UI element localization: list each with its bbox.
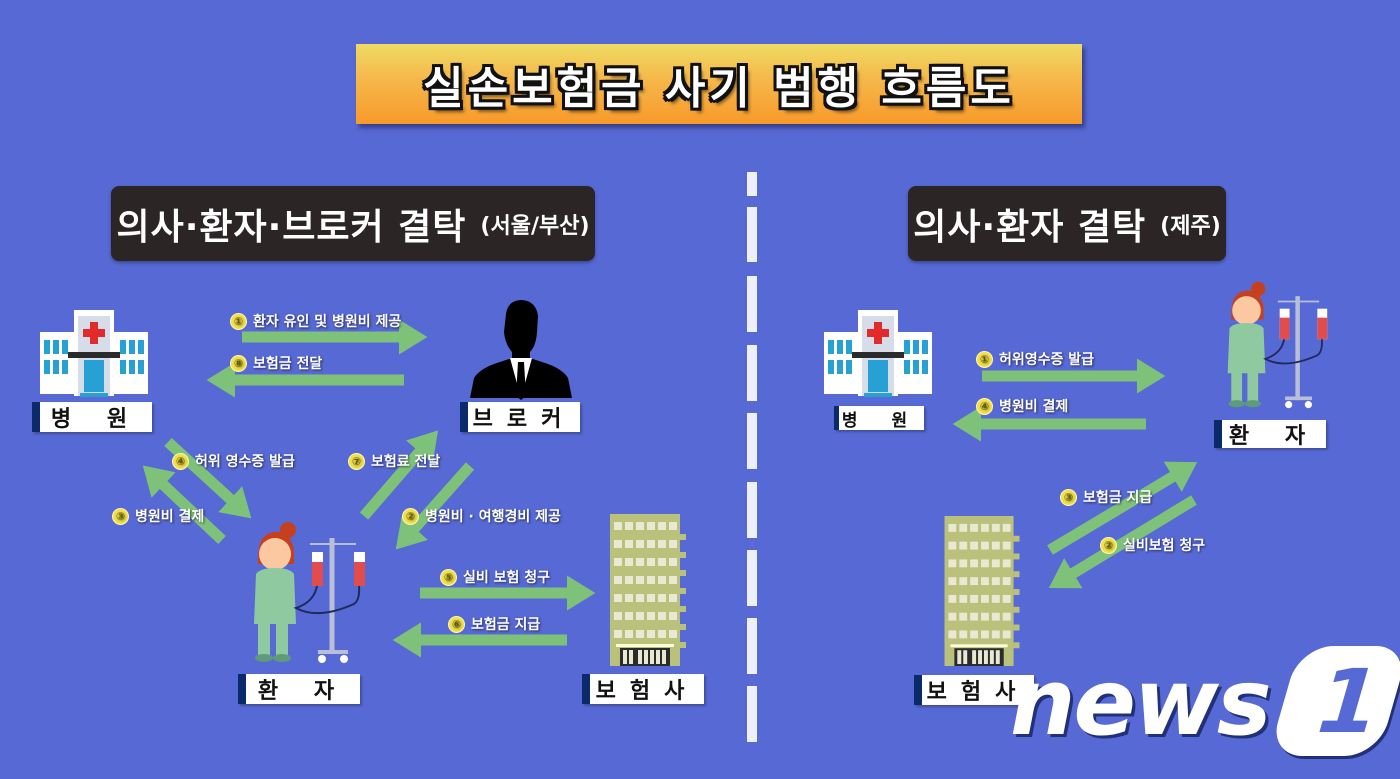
node-label-hospital-right: 병 원 xyxy=(834,406,924,431)
arrow-right-step-2 xyxy=(1048,495,1197,589)
step-label: ⑥ 보험금 지급 xyxy=(448,614,540,634)
left-section-title: 의사·환자·브로커 결탁 xyxy=(116,206,467,248)
arrow-step-3 xyxy=(142,465,226,545)
step-label: ② 병원비 · 여행경비 제공 xyxy=(402,506,561,526)
right-section-title: 의사·환자 결탁 xyxy=(913,206,1147,248)
node-label-insurer: 보험사 xyxy=(582,674,704,704)
hospital-icon xyxy=(40,310,148,397)
right-section-header: 의사·환자 결탁 (제주) xyxy=(908,186,1226,261)
step-number: ⑤ xyxy=(440,568,457,586)
left-section-header: 의사·환자·브로커 결탁 (서울/부산) xyxy=(111,186,595,261)
step-label: ④ 허위 영수증 발급 xyxy=(172,451,295,471)
node-label-patient: 환 자 xyxy=(238,674,360,704)
right-section-region: (제주) xyxy=(1160,213,1221,239)
step-label: ④ 병원비 결제 xyxy=(976,396,1068,416)
left-section-region: (서울/부산) xyxy=(480,213,590,239)
node-label-hospital: 병 원 xyxy=(32,402,152,432)
page-title: 실손보험금 사기 범행 흐름도 xyxy=(423,63,1015,114)
step-number: ⑦ xyxy=(348,452,365,470)
step-number: ⑧ xyxy=(230,354,247,372)
node-label-insurer-right: 보험사 xyxy=(914,675,1034,705)
step-number: ③ xyxy=(1060,488,1077,506)
step-label: ⑤ 실비 보험 청구 xyxy=(440,567,550,587)
step-number: ② xyxy=(402,507,419,525)
step-number: ③ xyxy=(112,507,129,525)
businessman-silhouette-icon xyxy=(470,300,572,400)
step-label: ② 실비보험 청구 xyxy=(1100,535,1205,555)
arrow-step-2 xyxy=(395,462,475,550)
step-number: ④ xyxy=(976,397,993,415)
patient-with-iv-icon xyxy=(254,522,365,663)
title-banner: 실손보험금 사기 범행 흐름도 xyxy=(356,44,1082,124)
step-number: ② xyxy=(1100,536,1117,554)
arrow-step-7 xyxy=(359,430,439,520)
step-label: ③ 병원비 결제 xyxy=(112,506,204,526)
step-label: ⑦ 보험료 전달 xyxy=(348,451,440,471)
news1-watermark: news 1 xyxy=(1010,646,1400,756)
step-label: ① 환자 유인 및 병원비 제공 xyxy=(230,311,401,331)
step-number: ④ xyxy=(172,452,189,470)
step-number: ① xyxy=(230,312,247,330)
step-number: ① xyxy=(976,350,993,368)
step-label: ⑧ 보험금 전달 xyxy=(230,353,322,373)
office-building-icon xyxy=(610,514,686,666)
patient-with-iv-icon xyxy=(1227,281,1328,409)
node-label-patient-right: 환 자 xyxy=(1214,420,1326,449)
step-number: ⑥ xyxy=(448,615,465,633)
hospital-icon xyxy=(824,310,932,397)
node-label-broker: 브로커 xyxy=(460,402,580,432)
step-label: ③ 보험금 지급 xyxy=(1060,487,1152,507)
office-building-icon xyxy=(944,516,1020,666)
arrow-right-step-3 xyxy=(1047,461,1198,555)
step-label: ① 허위영수증 발급 xyxy=(976,349,1094,369)
watermark-text: news xyxy=(1010,649,1272,756)
watermark-mark: 1 xyxy=(1267,646,1400,756)
